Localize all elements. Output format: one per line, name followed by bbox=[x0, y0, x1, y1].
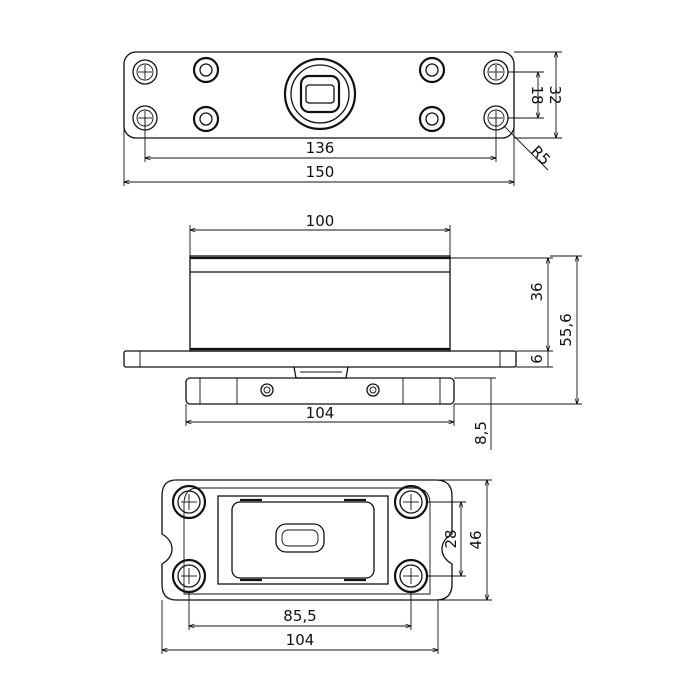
side-view: 100 36 6 55,6 104 8,5 bbox=[123, 212, 582, 450]
dimension-label-28: 28 bbox=[442, 529, 460, 548]
ring-hole-bottom-right bbox=[418, 105, 446, 133]
top-plate bbox=[123, 51, 515, 139]
dimension-label-150: 150 bbox=[306, 163, 335, 181]
dimension-label-32: 32 bbox=[546, 85, 564, 104]
bottom-view: 85,5 104 28 46 bbox=[161, 479, 492, 654]
side-plate bbox=[123, 350, 517, 368]
side-body bbox=[189, 255, 451, 352]
top-view: 136 150 18 32 R5 bbox=[123, 51, 564, 186]
bottom-hole-bottom-right bbox=[393, 558, 429, 594]
dimension-label-8-5: 8,5 bbox=[472, 421, 490, 445]
screw-hole-top-left bbox=[132, 59, 158, 85]
ring-hole-top-left bbox=[192, 56, 220, 84]
dimension-label-100: 100 bbox=[306, 212, 335, 230]
dimension-label-85-5: 85,5 bbox=[283, 607, 316, 625]
bottom-center-housing bbox=[217, 495, 389, 585]
ring-hole-top-right bbox=[418, 56, 446, 84]
radius-label: R5 bbox=[527, 142, 554, 169]
dimension-label-55-6: 55,6 bbox=[557, 313, 575, 346]
bottom-hole-bottom-left bbox=[171, 558, 207, 594]
ring-hole-bottom-left bbox=[192, 105, 220, 133]
radius-leader bbox=[503, 125, 549, 171]
side-pivot-clip bbox=[293, 366, 349, 379]
dimension-label-136: 136 bbox=[306, 139, 335, 157]
dimension-label-36: 36 bbox=[528, 282, 546, 301]
bottom-hole-top-right bbox=[393, 484, 429, 520]
dimension-label-18: 18 bbox=[528, 85, 546, 104]
dimension-label-104-bottom: 104 bbox=[286, 631, 315, 649]
center-pivot bbox=[283, 57, 357, 131]
screw-hole-top-right bbox=[483, 59, 509, 85]
bottom-hole-top-left bbox=[171, 484, 207, 520]
dimension-label-6: 6 bbox=[528, 354, 546, 364]
dimension-label-46: 46 bbox=[467, 530, 485, 549]
side-lower-part bbox=[185, 377, 455, 405]
dimension-label-104-side: 104 bbox=[306, 404, 335, 422]
